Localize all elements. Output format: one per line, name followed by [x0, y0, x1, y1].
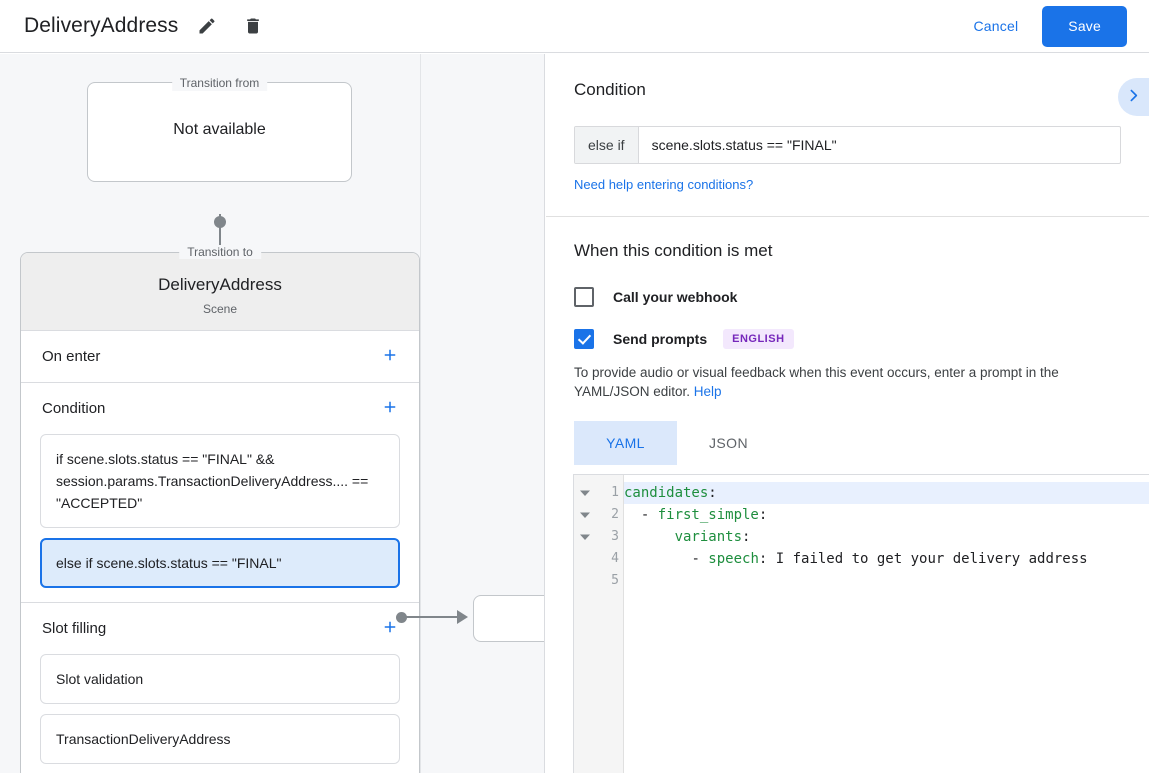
call-webhook-checkbox[interactable]	[574, 287, 594, 307]
rename-button[interactable]	[190, 9, 224, 43]
send-prompts-description-text: To provide audio or visual feedback when…	[574, 365, 1059, 399]
add-condition-button[interactable]	[377, 396, 403, 422]
code-token-key: speech	[708, 551, 759, 567]
fold-toggle-icon[interactable]	[574, 504, 596, 526]
condition-list: if scene.slots.status == "FINAL" && sess…	[21, 434, 419, 602]
outgoing-connector-dot	[396, 612, 407, 623]
plus-icon	[381, 346, 399, 367]
line-number: 5	[611, 573, 619, 588]
plus-icon	[381, 618, 399, 639]
condition-editor-section: Condition else if Need help entering con…	[546, 54, 1149, 217]
section-header-condition: Condition	[21, 383, 419, 434]
outgoing-connector-line	[404, 616, 459, 618]
code-token-dash: -	[640, 507, 658, 523]
code-token-value: I failed to get your delivery address	[775, 551, 1088, 567]
condition-input[interactable]	[638, 127, 1120, 163]
chevron-right-icon	[1125, 87, 1142, 107]
line-number: 3	[611, 529, 619, 544]
transition-to-legend: Transition to	[179, 245, 261, 259]
next-node-partial[interactable]	[473, 595, 544, 642]
send-prompts-checkbox[interactable]	[574, 329, 594, 349]
section-title-slot-filling: Slot filling	[42, 620, 107, 637]
section-slot-filling: Slot filling Slot validation Transaction…	[21, 603, 419, 773]
call-webhook-label: Call your webhook	[613, 289, 738, 305]
scene-header: DeliveryAddress Scene	[21, 253, 419, 331]
condition-prefix-label: else if	[575, 127, 639, 163]
fold-toggle-icon[interactable]	[574, 482, 596, 504]
trash-icon	[243, 16, 263, 36]
section-header-on-enter: On enter	[21, 331, 419, 382]
editor-fold-gutter	[574, 475, 596, 773]
condition-item-selected[interactable]: else if scene.slots.status == "FINAL"	[40, 538, 400, 588]
code-indent	[624, 529, 675, 545]
call-webhook-row[interactable]: Call your webhook	[574, 287, 1121, 307]
fold-toggle-icon[interactable]	[574, 526, 596, 548]
send-prompts-label: Send prompts	[613, 331, 708, 347]
section-condition: Condition if scene.slots.status == "FINA…	[21, 383, 419, 603]
section-on-enter: On enter	[21, 331, 419, 383]
condition-item[interactable]: if scene.slots.status == "FINAL" && sess…	[40, 434, 400, 528]
transition-from-legend: Transition from	[171, 75, 268, 91]
line-number: 2	[611, 507, 619, 522]
code-line	[624, 570, 1149, 592]
add-slot-filling-button[interactable]	[377, 616, 403, 642]
code-token-key: variants	[674, 529, 743, 545]
code-indent	[624, 551, 691, 567]
code-token-dash: -	[691, 551, 709, 567]
transition-from-value: Not available	[173, 121, 266, 138]
language-badge: ENGLISH	[723, 329, 794, 349]
condition-help-link[interactable]: Need help entering conditions?	[574, 177, 754, 192]
plus-icon	[381, 398, 399, 419]
code-indent	[624, 507, 641, 523]
yaml-code-editor[interactable]: 1 2 3 4 5 candidates: - first_simple: va…	[573, 474, 1149, 773]
pencil-icon	[197, 16, 217, 36]
transition-to-node[interactable]: Transition to DeliveryAddress Scene On e…	[20, 245, 420, 773]
code-token-key: first_simple	[657, 507, 759, 523]
editor-code-area[interactable]: candidates: - first_simple: variants: - …	[624, 475, 1149, 773]
condition-field[interactable]: else if	[574, 126, 1121, 164]
code-line: - speech: I failed to get your delivery …	[624, 548, 1149, 570]
condition-heading: Condition	[574, 80, 646, 99]
send-prompts-description: To provide audio or visual feedback when…	[574, 363, 1121, 401]
when-condition-met-heading: When this condition is met	[574, 241, 773, 260]
section-title-condition: Condition	[42, 400, 106, 417]
outgoing-connector-arrowhead-icon	[457, 610, 468, 624]
section-header-slot-filling: Slot filling	[21, 603, 419, 654]
line-number: 4	[611, 551, 619, 566]
app-header: DeliveryAddress Cancel Save	[0, 0, 1149, 53]
send-prompts-row[interactable]: Send prompts ENGLISH	[574, 329, 1121, 349]
code-token-punct: :	[708, 485, 717, 501]
delete-button[interactable]	[236, 9, 270, 43]
slot-filling-item[interactable]: Slot validation	[40, 654, 400, 704]
code-token-punct: :	[758, 551, 776, 567]
scene-type-label: Scene	[202, 302, 238, 316]
code-token-punct: :	[742, 529, 751, 545]
canvas-guide-line	[420, 54, 421, 773]
code-token-punct: :	[758, 507, 768, 523]
section-title-on-enter: On enter	[42, 348, 101, 365]
flow-canvas-panel[interactable]: Transition from Not available Transition…	[0, 54, 545, 773]
when-condition-met-section: When this condition is met Call your web…	[546, 217, 1149, 465]
slot-filling-list: Slot validation TransactionDeliveryAddre…	[21, 654, 419, 773]
code-line: variants:	[624, 526, 1149, 548]
line-number: 1	[611, 485, 619, 500]
scene-name: DeliveryAddress	[158, 275, 282, 294]
tab-yaml[interactable]: YAML	[574, 421, 677, 465]
page-title: DeliveryAddress	[24, 14, 179, 37]
slot-filling-item[interactable]: TransactionDeliveryAddress	[40, 714, 400, 764]
add-on-enter-button[interactable]	[377, 344, 403, 370]
connector-line	[219, 214, 221, 272]
tab-json[interactable]: JSON	[677, 421, 780, 465]
editor-tabs: YAML JSON	[574, 421, 1121, 465]
code-token-key: candidates	[624, 485, 709, 501]
prompts-help-link[interactable]: Help	[693, 384, 722, 399]
transition-from-node[interactable]: Transition from Not available	[87, 75, 352, 182]
code-line: candidates:	[624, 482, 1149, 504]
save-button[interactable]: Save	[1042, 5, 1127, 47]
editor-line-numbers: 1 2 3 4 5	[596, 475, 624, 773]
cancel-button[interactable]: Cancel	[962, 9, 1031, 43]
collapse-panel-button[interactable]	[1118, 78, 1149, 116]
code-line: - first_simple:	[624, 504, 1149, 526]
